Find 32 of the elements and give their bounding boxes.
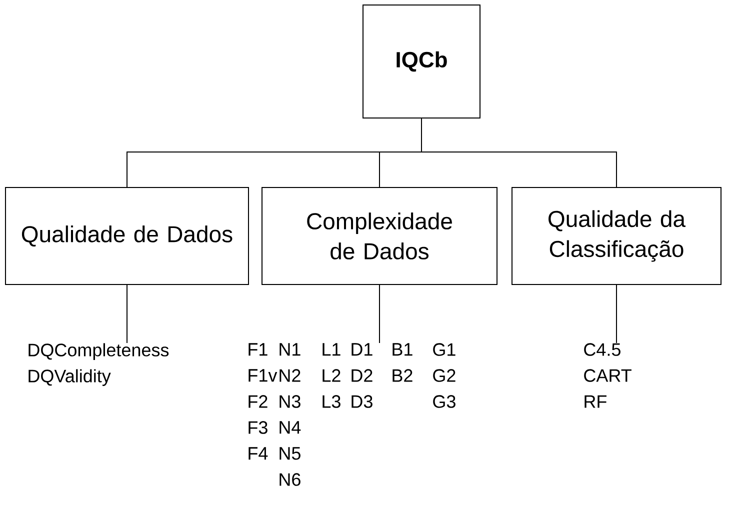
title-box: IQCb (362, 4, 480, 118)
measure-label: N4 (280, 421, 301, 434)
connector-line (379, 284, 380, 344)
measure-label: B1 (392, 343, 412, 356)
measure-label: L3 (322, 395, 340, 408)
connector-line (421, 118, 617, 188)
measure-label: L1 (322, 343, 340, 356)
measure-label: F3 (248, 421, 268, 434)
connector-line (126, 284, 128, 344)
connector-line (616, 284, 617, 344)
measure-label: N2 (280, 369, 300, 382)
measure-label: N6 (280, 473, 300, 486)
measure-label: D2 (352, 369, 372, 382)
measure-label: F4 (248, 447, 268, 460)
measure-label: F2 (248, 395, 268, 408)
measure-label: L2 (322, 369, 340, 382)
measure-label: N5 (280, 447, 300, 460)
measure-label: D3 (352, 395, 372, 408)
title-box: Qualidade de Dados (5, 187, 249, 285)
measure-label: N3 (280, 395, 300, 408)
title-box: Qualidade da Classificação (512, 187, 722, 285)
measure-label: B2 (392, 369, 412, 382)
measure-label: G3 (433, 395, 456, 408)
item-list: DQCompleteness DQValidity (28, 343, 169, 386)
title-box: Complexidade de Dados (262, 187, 498, 285)
measure-label: D1 (352, 343, 372, 356)
measure-label: F1v (248, 369, 278, 382)
measure-label: N1 (280, 343, 300, 356)
measure-label: G1 (433, 343, 456, 356)
item-list: C4.5 CART RF (584, 343, 632, 408)
measure-label: G2 (433, 369, 456, 382)
measure-label: F1 (248, 343, 268, 356)
